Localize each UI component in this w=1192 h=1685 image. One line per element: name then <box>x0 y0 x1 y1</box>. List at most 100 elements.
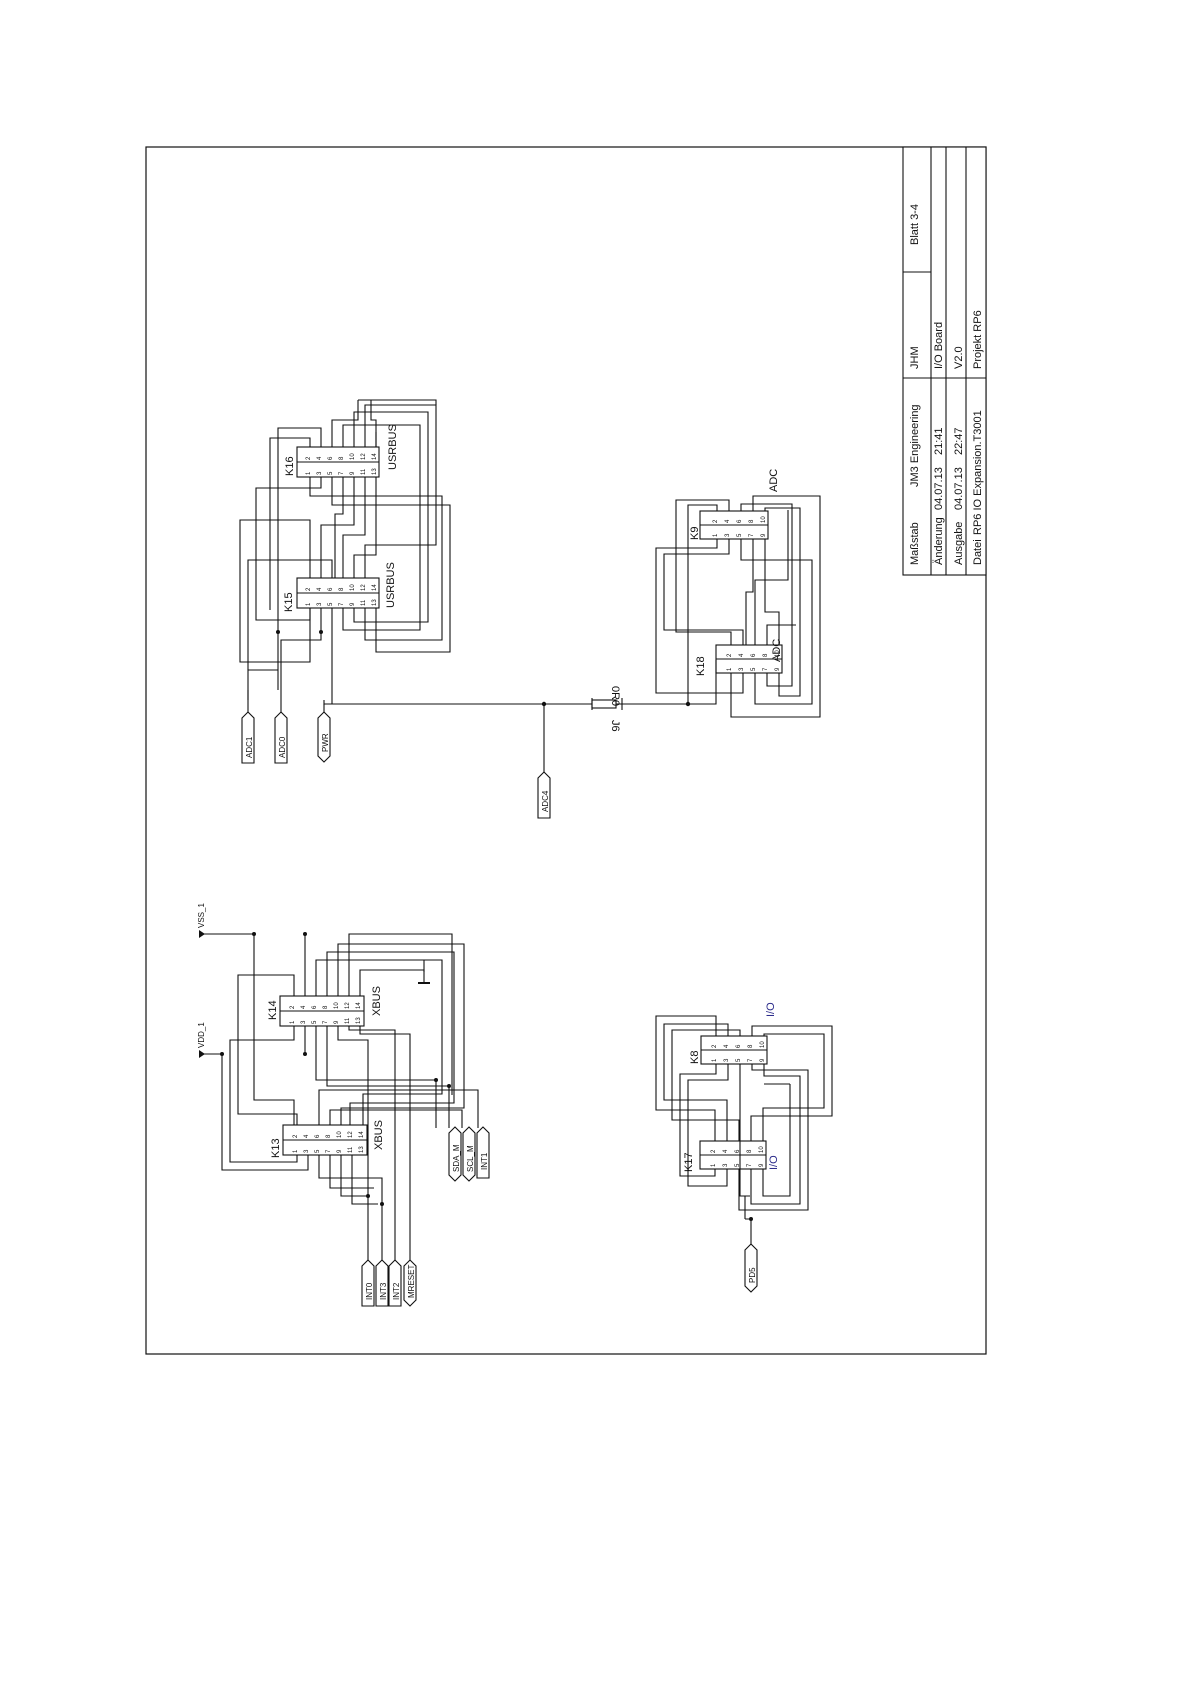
pin-label: 11 <box>345 1017 351 1024</box>
tb-project: Projekt RP6 <box>972 310 984 369</box>
pin-label: 2 <box>712 1044 718 1048</box>
pin-label: 8 <box>748 1044 754 1048</box>
pin-label: 9 <box>350 602 356 606</box>
pin-label: 10 <box>761 516 767 523</box>
pin-label: 1 <box>713 533 719 537</box>
pin-label: 5 <box>736 1058 742 1062</box>
pin-label: 5 <box>735 1163 741 1167</box>
pin-label: 6 <box>328 587 334 591</box>
pin-label: 6 <box>328 456 334 460</box>
k16-ref: K16 <box>284 456 296 476</box>
k16-name: USRBUS <box>387 424 399 470</box>
k8-ref: K8 <box>689 1051 701 1064</box>
pin-label: 5 <box>328 471 334 475</box>
k13-name: XBUS <box>373 1120 385 1150</box>
tb-author: JHM <box>909 346 921 369</box>
port-int3-shape <box>375 1259 389 1307</box>
pin-label: 3 <box>317 471 323 475</box>
pin-label: 7 <box>749 533 755 537</box>
port-pd5-label: PD5 <box>748 1267 757 1283</box>
pin-label: 9 <box>761 533 767 537</box>
pin-label: 4 <box>723 1149 729 1153</box>
drawing-frame <box>145 146 987 1355</box>
port-mreset-label: MRESET <box>407 1265 416 1298</box>
k13-ref: K13 <box>270 1138 282 1158</box>
pin-label: 11 <box>361 599 367 606</box>
k8-pins: 1 3 5 7 9 2 4 6 8 10 <box>712 1041 766 1062</box>
tb-file-label: Datei <box>972 539 984 565</box>
port-adc1-label: ADC1 <box>245 736 254 758</box>
power-vss-label: VSS_1 <box>197 903 206 928</box>
pin-label: 7 <box>747 1163 753 1167</box>
pin-label: 8 <box>326 1134 332 1138</box>
usrbus-group: 1 3 5 7 9 11 13 2 4 6 8 10 12 14 K16 USR… <box>239 399 451 764</box>
k14-pins: 1 3 5 7 9 11 13 2 4 6 8 10 12 14 <box>290 1002 362 1024</box>
pin-label: 9 <box>760 1058 766 1062</box>
pin-label: 7 <box>339 602 345 606</box>
resistor-j6-ref: J6 <box>609 720 621 732</box>
pin-label: 1 <box>293 1149 299 1153</box>
usrbus-wires <box>239 399 451 705</box>
pin-label: 14 <box>359 1131 365 1138</box>
pin-label: 5 <box>328 602 334 606</box>
pin-label: 3 <box>724 1058 730 1062</box>
tb-change-time: 21:41 <box>933 427 945 455</box>
adc-group: 1 3 5 7 9 2 4 6 8 10 K9 ADC 1 3 5 7 9 2 … <box>655 469 821 718</box>
port-pwr-label: PWR <box>321 733 330 752</box>
pin-label: 2 <box>711 1149 717 1153</box>
pin-label: 2 <box>727 653 733 657</box>
pin-label: 6 <box>751 653 757 657</box>
pin-label: 11 <box>361 468 367 475</box>
pin-label: 12 <box>361 453 367 460</box>
pin-label: 3 <box>723 1163 729 1167</box>
pin-label: 2 <box>290 1005 296 1009</box>
k13-pins: 1 3 5 7 9 11 13 2 4 6 8 10 12 14 <box>293 1131 365 1153</box>
pin-label: 5 <box>312 1020 318 1024</box>
resistor-j6-value: 0R0 <box>609 686 621 706</box>
port-int1-shape <box>476 1126 490 1179</box>
pin-label: 4 <box>317 587 323 591</box>
tb-version: V2.0 <box>953 346 965 369</box>
pin-label: 8 <box>323 1005 329 1009</box>
pin-label: 6 <box>315 1134 321 1138</box>
k18-ref: K18 <box>695 656 707 676</box>
port-pwr-shape <box>317 711 331 763</box>
pin-label: 5 <box>751 667 757 671</box>
pin-label: 4 <box>739 653 745 657</box>
pin-label: 3 <box>301 1020 307 1024</box>
pin-label: 10 <box>775 650 781 657</box>
pin-label: 10 <box>350 453 356 460</box>
xbus-wires <box>220 932 479 1260</box>
adc-wires <box>655 495 821 718</box>
pin-label: 10 <box>760 1041 766 1048</box>
k17-ref: K17 <box>683 1152 695 1172</box>
xbus-group: 1 3 5 7 9 11 13 2 4 6 8 10 12 14 K14 XBU… <box>197 903 490 1307</box>
pin-label: 3 <box>739 667 745 671</box>
port-sda-m-shape <box>448 1126 462 1182</box>
pin-label: 13 <box>359 1146 365 1153</box>
pin-label: 3 <box>317 602 323 606</box>
pin-label: 9 <box>350 471 356 475</box>
pin-label: 6 <box>312 1005 318 1009</box>
pin-label: 4 <box>317 456 323 460</box>
pin-label: 2 <box>306 587 312 591</box>
pin-label: 8 <box>747 1149 753 1153</box>
k15-pins: 1 3 5 7 9 11 13 2 4 6 8 10 12 14 <box>306 584 378 606</box>
k18-name: ADC <box>771 639 783 662</box>
pin-label: 9 <box>775 667 781 671</box>
port-int2-label: INT2 <box>392 1282 401 1300</box>
pin-label: 1 <box>306 471 312 475</box>
pin-label: 1 <box>727 667 733 671</box>
pin-label: 2 <box>306 456 312 460</box>
k8-name: I/O <box>765 1002 777 1017</box>
pin-label: 3 <box>725 533 731 537</box>
tb-change-date: 04.07.13 <box>933 467 945 510</box>
port-int3-label: INT3 <box>379 1282 388 1300</box>
pin-label: 5 <box>315 1149 321 1153</box>
pin-label: 12 <box>345 1002 351 1009</box>
pin-label: 10 <box>350 584 356 591</box>
pin-label: 14 <box>372 584 378 591</box>
pin-label: 8 <box>339 456 345 460</box>
pin-label: 1 <box>290 1020 296 1024</box>
pin-label: 6 <box>735 1149 741 1153</box>
